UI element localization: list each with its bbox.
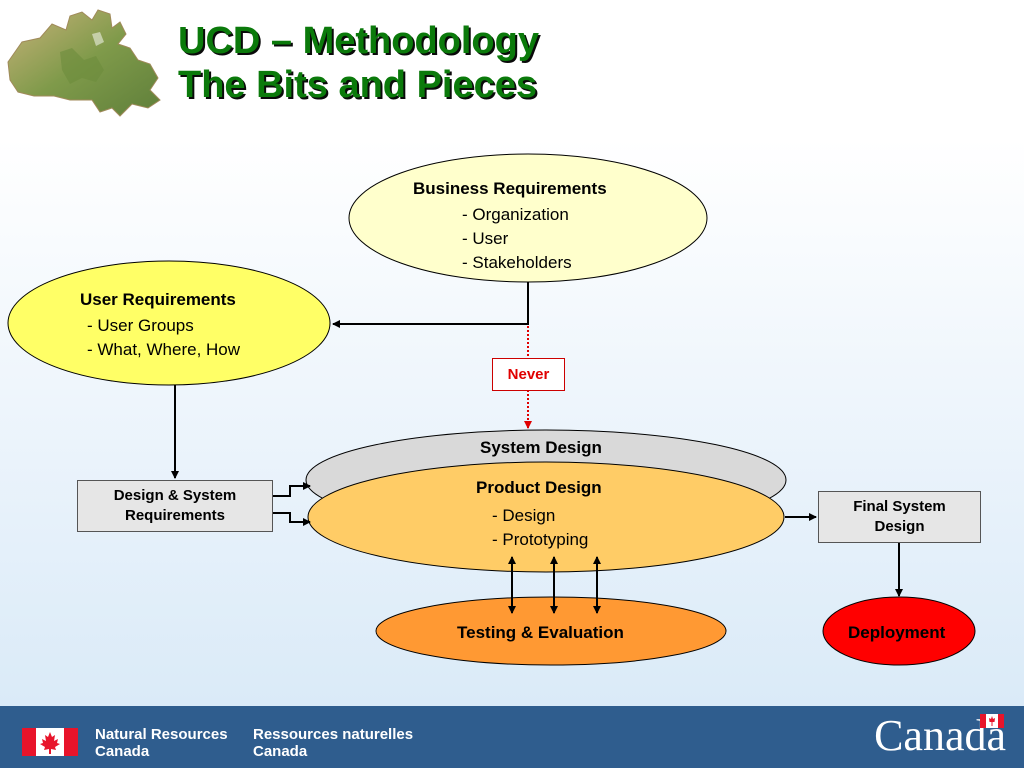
footer-bar: Natural Resources Canada Ressources natu… <box>0 706 1024 768</box>
product-item-design: - Design <box>492 506 556 525</box>
system-design-label: System Design <box>480 438 602 457</box>
arrow-design-req-to-system <box>273 482 311 497</box>
canada-wordmark-flag-icon <box>980 714 1004 728</box>
never-label: Never <box>492 358 565 391</box>
deployment-label: Deployment <box>848 623 946 642</box>
footer-fr-line1: Ressources naturelles <box>253 726 414 743</box>
footer-en-line2: Canada <box>95 743 150 760</box>
final-system-design-line1: Final System <box>853 498 946 515</box>
user-item-groups: - User Groups <box>87 316 194 335</box>
business-item-user: - User <box>462 229 509 248</box>
product-item-prototyping: - Prototyping <box>492 530 589 549</box>
footer-fr-line2: Canada <box>253 743 308 760</box>
testing-evaluation-label: Testing & Evaluation <box>457 623 624 642</box>
business-item-organization: - Organization <box>462 205 569 224</box>
product-design-ellipse <box>307 461 785 573</box>
arrow-design-req-to-product <box>273 512 311 526</box>
deployment-ellipse <box>822 596 976 666</box>
user-requirements-ellipse <box>7 260 331 386</box>
business-requirements-title: Business Requirements <box>413 179 607 198</box>
final-system-design-box: Final System Design <box>818 491 981 543</box>
user-requirements-title: User Requirements <box>80 290 236 309</box>
footer-en-line1: Natural Resources <box>95 726 228 743</box>
design-system-requirements-box: Design & System Requirements <box>77 480 273 532</box>
page-title-line1: UCD – Methodology <box>178 20 539 62</box>
design-system-requirements-line1: Design & System <box>113 487 237 504</box>
canada-map-icon <box>7 9 161 117</box>
page-title-line2: The Bits and Pieces <box>178 64 538 106</box>
methodology-diagram <box>7 153 976 666</box>
maple-leaf-icon <box>40 732 60 754</box>
canada-flag-icon <box>22 728 78 756</box>
product-design-title: Product Design <box>476 478 602 497</box>
design-system-requirements-line2: Requirements <box>124 507 226 524</box>
final-system-design-line2: Design <box>874 518 925 535</box>
arrow-business-to-user <box>332 282 529 328</box>
user-item-what-where-how: - What, Where, How <box>87 340 241 359</box>
business-item-stakeholders: - Stakeholders <box>462 253 572 272</box>
